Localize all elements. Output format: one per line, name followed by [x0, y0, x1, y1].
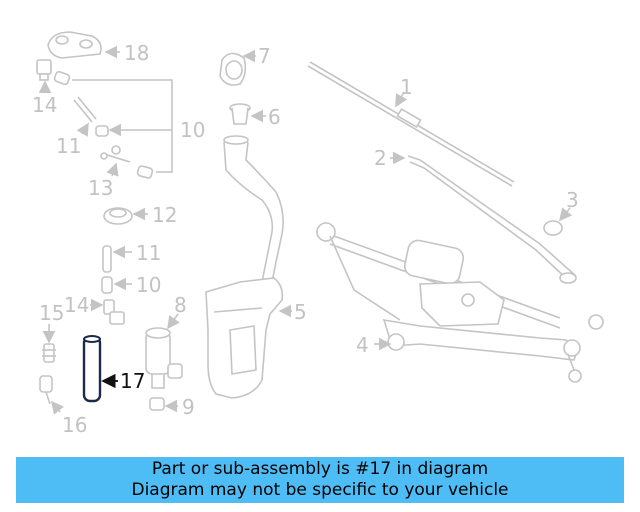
callout-18: 18	[124, 41, 149, 65]
part-2-wiper-arm	[407, 155, 577, 284]
callout-10-lower: 10	[136, 273, 161, 297]
callout-6: 6	[268, 105, 281, 129]
part-4-wiper-linkage	[316, 222, 604, 383]
part-16-fitting	[39, 375, 53, 405]
part-10-hose-connectors	[53, 70, 173, 179]
part-9-grommet	[149, 397, 165, 411]
part-18-washer-nozzle	[47, 31, 102, 59]
part-14-connector-lower	[103, 299, 125, 325]
callout-14-lower: 14	[64, 293, 89, 317]
part-12-grommet	[103, 207, 133, 225]
parts-diagram: 18 14 10 11 13 12 11	[32, 31, 604, 437]
part-5-washer-reservoir	[205, 135, 284, 399]
callout-1: 1	[400, 75, 413, 99]
part-10-connector-lower	[101, 276, 113, 294]
callout-4: 4	[356, 333, 369, 357]
part-1-wiper-blade	[307, 61, 515, 187]
callout-16: 16	[62, 413, 87, 437]
callout-15: 15	[39, 301, 64, 325]
part-8-washer-pump	[145, 327, 183, 389]
callout-10-upper: 10	[180, 118, 205, 142]
part-3-cap-nut	[543, 220, 563, 236]
callout-13: 13	[88, 176, 113, 200]
part-14-connector	[36, 59, 52, 81]
callout-17: 17	[120, 369, 145, 393]
callout-5: 5	[294, 300, 307, 324]
part-13-t-piece	[100, 145, 131, 163]
part-11-hose	[73, 96, 97, 123]
part-7-filler-cap	[219, 52, 247, 86]
callout-11-upper: 11	[56, 134, 81, 158]
banner-line-2: Diagram may not be specific to your vehi…	[131, 480, 509, 500]
callout-11-lower: 11	[136, 241, 161, 265]
banner-line-1: Part or sub-assembly is #17 in diagram	[151, 459, 489, 479]
part-15-sensor	[42, 343, 56, 363]
callout-9: 9	[182, 395, 195, 419]
callout-3: 3	[566, 188, 579, 212]
callout-12: 12	[152, 203, 177, 227]
callout-7: 7	[258, 44, 271, 68]
callout-2: 2	[374, 146, 387, 170]
callout-14-upper: 14	[32, 93, 57, 117]
info-banner: Part or sub-assembly is #17 in diagram D…	[16, 457, 624, 503]
callout-8: 8	[174, 293, 187, 317]
part-17-washer-hose	[82, 335, 102, 403]
part-11-hose-lower	[102, 245, 112, 273]
part-6-strainer	[229, 103, 251, 125]
